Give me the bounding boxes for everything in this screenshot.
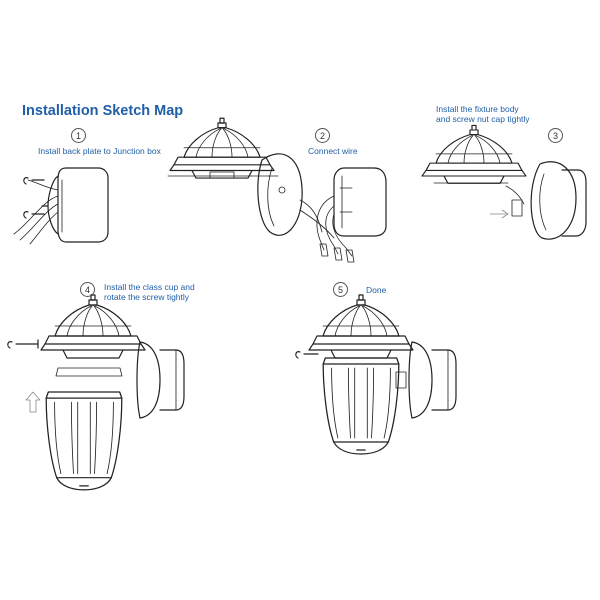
step-3-caption-line-2: and screw nut cap tightly	[436, 114, 530, 124]
diagram-title: Installation Sketch Map	[22, 103, 184, 119]
step-5-caption: Done	[366, 285, 387, 295]
step-2-caption: Connect wire	[308, 146, 358, 156]
step-1-sketch	[13, 167, 109, 245]
step-4-sketch	[7, 294, 185, 491]
step-2-number: 2	[315, 128, 330, 143]
step-3-number: 3	[548, 128, 563, 143]
step-3-sketch	[421, 124, 587, 240]
step-4-caption-line-1: Install the class cup and	[104, 282, 195, 292]
step-4-number: 4	[80, 282, 95, 297]
step-3-caption-line-1: Install the fixture body	[436, 104, 519, 114]
step-4-caption-line-2: rotate the screw tightly	[104, 292, 190, 302]
step-2-sketch	[167, 117, 387, 263]
step-5-number: 5	[333, 282, 348, 297]
step-1-caption: Install back plate to Junction box	[38, 146, 161, 156]
step-1-number: 1	[71, 128, 86, 143]
step-5-sketch	[295, 294, 457, 455]
